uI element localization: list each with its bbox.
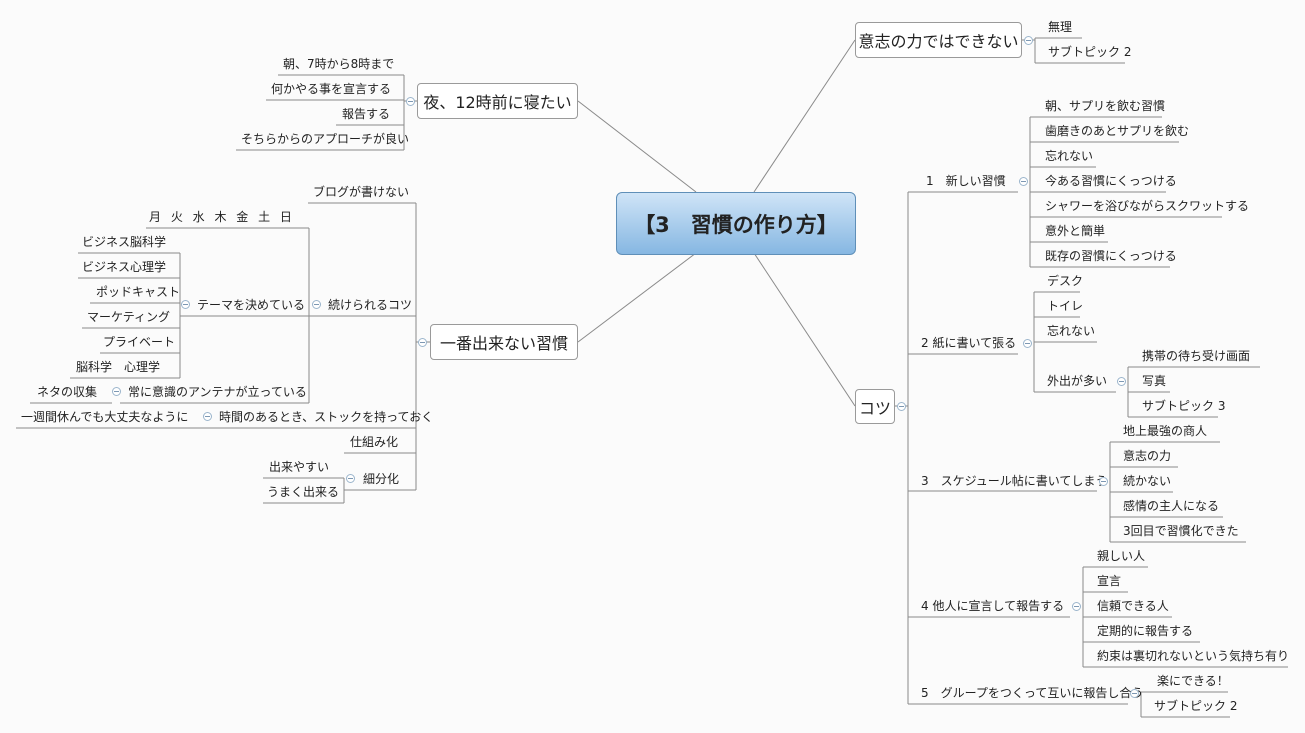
collapse-icon[interactable] — [1072, 602, 1081, 611]
subtopic-night-4[interactable]: そちらからのアプローチが良い — [241, 132, 410, 146]
subtopic-b4-5[interactable]: 約束は裏切れないという気持ち有り — [1097, 649, 1290, 663]
collapse-icon[interactable] — [112, 387, 121, 396]
subtopic-b3-1[interactable]: 地上最強の商人 — [1123, 424, 1208, 438]
subtopic-group-report[interactable]: 5 グループをつくって互いに報告し合う — [921, 686, 1144, 700]
subtopic-theme-3[interactable]: ポッドキャスト — [96, 285, 181, 299]
subtopic-b4-3[interactable]: 信頼できる人 — [1097, 599, 1169, 613]
subtopic-b3-3[interactable]: 続かない — [1123, 474, 1172, 488]
subtopic-breakdown-1[interactable]: 出来やすい — [269, 460, 330, 474]
subtopic-will-1[interactable]: 無理 — [1048, 20, 1073, 34]
subtopic-weekdays[interactable]: 月 火 水 木 金 土 日 — [149, 210, 295, 224]
subtopic-out-3[interactable]: サブトピック 3 — [1142, 399, 1226, 413]
central-topic[interactable]: 【3 習慣の作り方】 — [616, 192, 856, 255]
collapse-icon[interactable] — [181, 300, 190, 309]
subtopic-b1-4[interactable]: 今ある習慣にくっつける — [1045, 174, 1177, 188]
subtopic-rest-week[interactable]: 一週間休んでも大丈夫なように — [21, 410, 189, 424]
subtopic-will-2[interactable]: サブトピック 2 — [1048, 45, 1132, 59]
subtopic-theme-6[interactable]: 脳科学 心理学 — [76, 360, 161, 374]
subtopic-breakdown-2[interactable]: うまく出来る — [267, 485, 340, 499]
subtopic-b3-2[interactable]: 意志の力 — [1123, 449, 1172, 463]
subtopic-b3-4[interactable]: 感情の主人になる — [1123, 499, 1220, 513]
subtopic-b5-1[interactable]: 楽にできる！ — [1157, 674, 1229, 688]
topic-tips[interactable]: コツ — [855, 389, 895, 424]
collapse-icon[interactable] — [1117, 377, 1126, 386]
subtopic-theme-1[interactable]: ビジネス脳科学 — [82, 235, 167, 249]
subtopic-b1-7[interactable]: 既存の習慣にくっつける — [1045, 249, 1177, 263]
subtopic-schedule-book[interactable]: 3 スケジュール帖に書いてしまう — [921, 474, 1108, 488]
collapse-icon[interactable] — [1024, 36, 1033, 45]
subtopic-going-out[interactable]: 外出が多い — [1047, 374, 1108, 388]
subtopic-blog[interactable]: ブログが書けない — [313, 185, 410, 199]
collapse-icon[interactable] — [312, 300, 321, 309]
subtopic-antenna[interactable]: 常に意識のアンテナが立っている — [128, 385, 307, 399]
collapse-icon[interactable] — [1023, 339, 1032, 348]
collapse-icon[interactable] — [203, 412, 212, 421]
subtopic-b1-6[interactable]: 意外と簡単 — [1045, 224, 1106, 238]
subtopic-b2-2[interactable]: トイレ — [1047, 299, 1084, 313]
subtopic-theme-5[interactable]: プライベート — [103, 335, 176, 349]
subtopic-night-2[interactable]: 何かやる事を宣言する — [271, 82, 392, 96]
collapse-icon[interactable] — [897, 402, 906, 411]
subtopic-out-1[interactable]: 携帯の待ち受け画面 — [1142, 349, 1251, 363]
subtopic-b1-5[interactable]: シャワーを浴びながらスクワットする — [1045, 199, 1250, 213]
collapse-icon[interactable] — [406, 97, 415, 106]
subtopic-stock[interactable]: 時間のあるとき、ストックを持っておく — [219, 410, 434, 424]
subtopic-write-paper[interactable]: 2 紙に書いて張る — [921, 336, 1017, 350]
topic-worst-habit[interactable]: 一番出来ない習慣 — [430, 324, 578, 360]
subtopic-new-habit[interactable]: 1 新しい習慣 — [926, 174, 1006, 188]
subtopic-b4-2[interactable]: 宣言 — [1097, 574, 1122, 588]
topic-night-sleep[interactable]: 夜、12時前に寝たい — [417, 83, 578, 119]
collapse-icon[interactable] — [346, 474, 355, 483]
subtopic-b2-3[interactable]: 忘れない — [1047, 324, 1096, 338]
subtopic-night-1[interactable]: 朝、7時から8時まで — [283, 57, 395, 71]
subtopic-keep-tips[interactable]: 続けられるコツ — [328, 298, 413, 312]
subtopic-b1-1[interactable]: 朝、サプリを飲む習慣 — [1045, 99, 1166, 113]
subtopic-declare-report[interactable]: 4 他人に宣言して報告する — [921, 599, 1065, 613]
subtopic-breakdown[interactable]: 細分化 — [363, 472, 400, 486]
collapse-icon[interactable] — [418, 338, 427, 347]
collapse-icon[interactable] — [1019, 177, 1028, 186]
subtopic-theme-4[interactable]: マーケティング — [87, 310, 171, 324]
subtopic-theme-2[interactable]: ビジネス心理学 — [82, 260, 167, 274]
subtopic-b2-1[interactable]: デスク — [1047, 274, 1084, 288]
subtopic-theme[interactable]: テーマを決めている — [197, 298, 306, 312]
subtopic-b1-3[interactable]: 忘れない — [1045, 149, 1094, 163]
subtopic-out-2[interactable]: 写真 — [1142, 374, 1167, 388]
subtopic-b4-1[interactable]: 親しい人 — [1097, 549, 1146, 563]
subtopic-b1-2[interactable]: 歯磨きのあとサプリを飲む — [1045, 124, 1190, 138]
topic-willpower[interactable]: 意志の力ではできない — [855, 22, 1022, 58]
collapse-icon[interactable] — [1130, 689, 1139, 698]
subtopic-b5-2[interactable]: サブトピック 2 — [1154, 699, 1238, 713]
subtopic-neta[interactable]: ネタの収集 — [37, 385, 98, 399]
subtopic-b3-5[interactable]: 3回目で習慣化できた — [1123, 524, 1239, 538]
subtopic-night-3[interactable]: 報告する — [342, 107, 391, 121]
collapse-icon[interactable] — [1099, 477, 1108, 486]
subtopic-b4-4[interactable]: 定期的に報告する — [1097, 624, 1194, 638]
subtopic-systemize[interactable]: 仕組み化 — [350, 435, 399, 449]
